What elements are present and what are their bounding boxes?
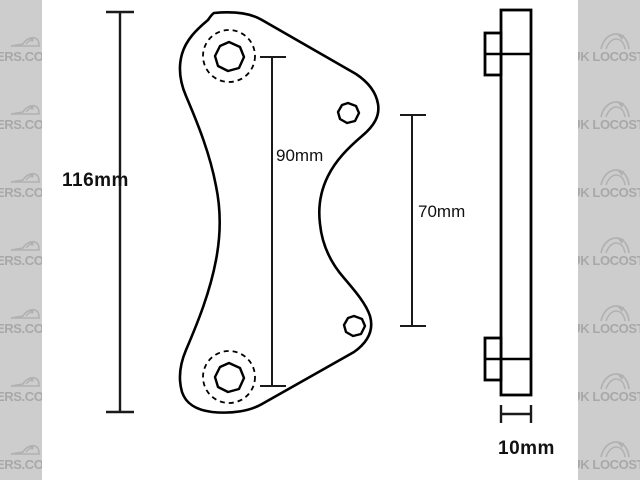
watermark-right: .UK LOCOST .UK LOCOST .UK LOCOST .UK LOCOST… — [578, 0, 640, 480]
watermark-tile: .UK LOCOST — [578, 136, 640, 204]
watermark-tile: .UK LOCOST — [578, 476, 640, 480]
watermark-text: ERS.CO.UK — [0, 457, 42, 472]
watermark-tile: .UK LOCOST — [578, 68, 640, 136]
watermark-tile: ERS.CO.UK — [0, 204, 42, 272]
locost-car-logo-icon — [600, 440, 630, 458]
watermark-text: ERS.CO.UK — [0, 253, 42, 268]
watermark-text: ERS.CO.UK — [0, 321, 42, 336]
locost-car-logo-icon — [600, 32, 630, 50]
watermark-tile: .UK LOCOST — [578, 204, 640, 272]
locost-car-logo-icon — [600, 236, 630, 254]
watermark-tile: ERS.CO.UK — [0, 476, 42, 480]
watermark-left: ERS.CO.UK ERS.CO.UK ERS.CO.UK ERS.CO.UK ERS.… — [0, 0, 42, 480]
hole-top-left-counterbore-dashed — [202, 29, 256, 83]
locost-car-logo-icon — [600, 304, 630, 322]
watermark-tile: .UK LOCOST — [578, 408, 640, 476]
watermark-text: .UK LOCOST — [578, 253, 640, 268]
watermark-text: ERS.CO.UK — [0, 185, 42, 200]
watermark-text: .UK LOCOST — [578, 117, 640, 132]
dimension-label-overall-height: 116mm — [62, 170, 129, 191]
watermark-text: ERS.CO.UK — [0, 49, 42, 64]
hole-bottom-left-group — [202, 350, 256, 404]
car-silhouette-icon — [10, 307, 40, 322]
watermark-text: .UK LOCOST — [578, 185, 640, 200]
hole-top-left-hex — [213, 40, 246, 73]
side-view-group — [483, 8, 533, 397]
watermark-tile: .UK LOCOST — [578, 0, 640, 68]
watermark-text: .UK LOCOST — [578, 49, 640, 64]
car-silhouette-icon — [10, 35, 40, 50]
watermark-tile: ERS.CO.UK — [0, 408, 42, 476]
watermark-tile: ERS.CO.UK — [0, 0, 42, 68]
dimension-label-thickness: 10mm — [498, 438, 555, 459]
car-silhouette-icon — [10, 103, 40, 118]
dimension-label-small-hole-spacing: 70mm — [418, 202, 466, 221]
watermark-tile: .UK LOCOST — [578, 272, 640, 340]
hole-top-left-group — [202, 29, 256, 83]
hole-bottom-left-hex — [213, 361, 246, 394]
bracket-outline — [178, 11, 380, 414]
car-silhouette-icon — [10, 443, 40, 458]
hole-bottom-right-hex — [342, 314, 367, 338]
dimension-116mm — [106, 10, 134, 414]
dimension-90mm — [260, 56, 286, 387]
side-view-main-bar — [499, 8, 533, 397]
hole-bottom-left-counterbore-dashed — [202, 350, 256, 404]
locost-car-logo-icon — [600, 168, 630, 186]
front-view-group — [178, 11, 380, 414]
watermark-text: ERS.CO.UK — [0, 117, 42, 132]
watermark-tile: ERS.CO.UK — [0, 272, 42, 340]
dimension-70mm — [400, 114, 426, 327]
watermark-tile: ERS.CO.UK — [0, 68, 42, 136]
dimension-10mm — [499, 405, 533, 423]
car-silhouette-icon — [10, 171, 40, 186]
watermark-tile: ERS.CO.UK — [0, 340, 42, 408]
watermark-text: .UK LOCOST — [578, 457, 640, 472]
car-silhouette-icon — [10, 239, 40, 254]
hole-top-right-hex — [336, 101, 361, 125]
watermark-text: .UK LOCOST — [578, 389, 640, 404]
watermark-text: ERS.CO.UK — [0, 389, 42, 404]
watermark-text: .UK LOCOST — [578, 321, 640, 336]
watermark-tile: ERS.CO.UK — [0, 136, 42, 204]
car-silhouette-icon — [10, 375, 40, 390]
dimension-label-large-hole-spacing: 90mm — [276, 146, 324, 165]
watermark-tile: .UK LOCOST — [578, 340, 640, 408]
locost-car-logo-icon — [600, 100, 630, 118]
locost-car-logo-icon — [600, 372, 630, 390]
